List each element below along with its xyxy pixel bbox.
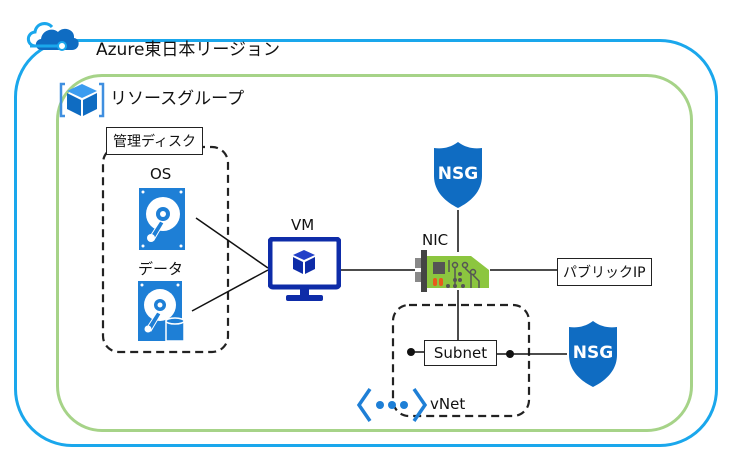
nic-label: NIC <box>422 231 449 249</box>
public-ip-box[interactable]: パブリックIP <box>557 258 652 286</box>
nsg-subnet-shield-icon[interactable]: NSG <box>567 319 619 389</box>
data-disk-vm-line <box>191 269 269 312</box>
data-disk-label: データ <box>138 260 184 278</box>
subnet-box[interactable]: Subnet <box>424 340 497 366</box>
data-disk-icon[interactable] <box>138 281 186 343</box>
vm-label: VM <box>291 216 315 234</box>
os-disk-vm-line <box>195 217 269 269</box>
os-disk-label: OS <box>150 165 172 183</box>
nic-card-icon[interactable] <box>415 250 491 292</box>
region-label: Azure東日本リージョン <box>96 40 281 60</box>
vnet-group-border <box>391 303 531 418</box>
managed-disk-label: 管理ディスク <box>106 127 204 155</box>
resource-group-cube-icon <box>58 80 106 120</box>
subnet-right-endpoint <box>506 350 514 358</box>
resource-group-label: リソースグループ <box>110 89 245 109</box>
subnet-left-endpoint <box>407 348 415 356</box>
nsg-nic-label: NSG <box>437 164 479 184</box>
vm-monitor-icon[interactable] <box>267 236 342 304</box>
hard-disk-icon[interactable] <box>139 188 185 250</box>
vnet-label: vNet <box>430 395 466 413</box>
region-frame <box>14 39 718 447</box>
resource-group-frame <box>56 74 693 432</box>
azure-cloud-icon <box>22 16 82 58</box>
nsg-shield-icon[interactable]: NSG <box>432 140 484 210</box>
nsg-subnet-label: NSG <box>572 343 614 363</box>
vnet-icon[interactable] <box>356 385 428 425</box>
